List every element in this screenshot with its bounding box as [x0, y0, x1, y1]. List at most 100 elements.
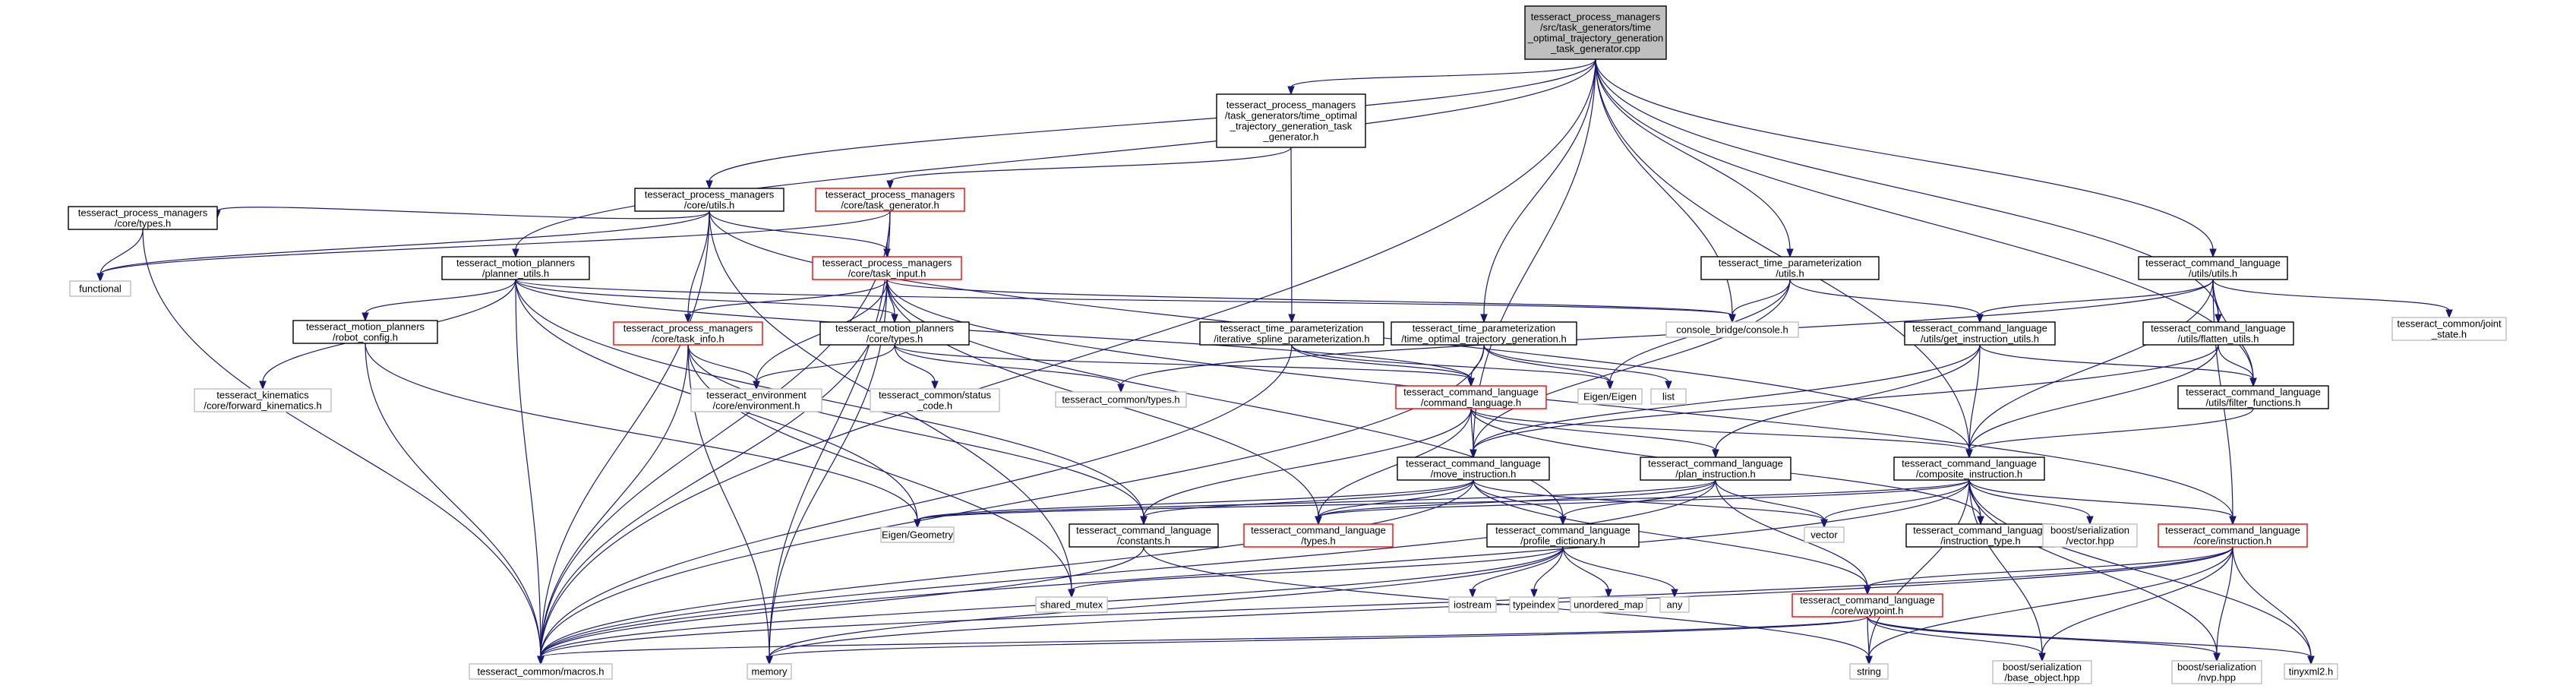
node-tp_isp[interactable]: tesseract_time_parameterization/iterativ… — [1199, 321, 1384, 346]
edge-pm_task_info-to-cl_constants — [687, 344, 1144, 518]
node-box — [1509, 596, 1559, 613]
node-cl_get_instruction_utils[interactable]: tesseract_command_language/utils/get_ins… — [1904, 321, 2056, 346]
arrowhead-cl_plan_instruction-to-cl_profile_dictionary — [1559, 516, 1567, 526]
node-root[interactable]: tesseract_process_managers/src/task_gene… — [1524, 5, 1667, 60]
edge-tp_utils-to-console_bridge — [1732, 279, 1791, 316]
node-box — [1804, 526, 1845, 543]
arrowhead-tp_topt-to-cl_command_language — [1467, 378, 1475, 387]
node-label-line: /utils/utils.h — [2189, 268, 2237, 280]
node-mp_types[interactable]: tesseract_motion_planners/core/types.h — [819, 321, 970, 346]
node-box — [469, 663, 613, 680]
edge-cl_move_instruction-to-common_macros — [540, 479, 1474, 658]
node-label-line: /vector.hpp — [2066, 535, 2114, 547]
arrowhead-cl_waypoint-to-string — [1865, 656, 1873, 665]
node-tinyxml2[interactable]: tinyxml2.h — [2284, 663, 2338, 680]
node-boost_vector[interactable]: boost/serialization/vector.hpp — [2042, 523, 2138, 548]
node-label-line: /core/waypoint.h — [1832, 605, 1904, 617]
node-box — [1397, 456, 1550, 481]
node-typeindex[interactable]: typeindex — [1509, 596, 1559, 613]
node-cl_utils[interactable]: tesseract_command_language/utils/utils.h — [2138, 256, 2288, 280]
node-boost_nvp[interactable]: boost/serialization/nvp.hpp — [2171, 660, 2262, 684]
node-console_bridge[interactable]: console_bridge/console.h — [1665, 321, 1799, 338]
node-pm_taskgen[interactable]: tesseract_process_managers/core/task_gen… — [815, 188, 965, 212]
node-functional[interactable]: functional — [69, 280, 131, 297]
node-pm_types[interactable]: tesseract_process_managers/core/types.h — [68, 206, 218, 230]
node-label-line: /utils/get_instruction_utils.h — [1921, 333, 2039, 345]
node-box — [1055, 391, 1187, 408]
node-pm_task_input[interactable]: tesseract_process_managers/core/task_inp… — [812, 256, 962, 280]
node-memory[interactable]: memory — [747, 663, 792, 680]
node-status_code[interactable]: tesseract_common/status_code.h — [870, 388, 1000, 412]
node-shared_mutex[interactable]: shared_mutex — [1035, 596, 1108, 613]
node-eigen_geometry[interactable]: Eigen/Geometry — [880, 526, 955, 543]
node-box — [1216, 93, 1366, 148]
edge-root-to-cl_utils — [1595, 58, 2214, 251]
node-mp_robot_config[interactable]: tesseract_motion_planners/robot_config.h — [292, 320, 438, 344]
node-label-line: /nvp.hpp — [2198, 672, 2236, 684]
node-common_joint_state[interactable]: tesseract_common/joint_state.h — [2391, 317, 2507, 341]
arrowhead-cl_waypoint-to-boost_nvp — [2213, 652, 2221, 662]
node-label-line: tesseract_time_parameterization — [1719, 257, 1862, 269]
node-cl_instruction[interactable]: tesseract_command_language/core/instruct… — [2158, 523, 2308, 548]
arrowhead-cl_waypoint-to-boost_base_object — [2038, 652, 2046, 662]
node-label-line: /instruction_type.h — [1940, 535, 2021, 547]
node-cl_composite_instruction[interactable]: tesseract_command_language/composite_ins… — [1893, 456, 2045, 481]
node-label-line: /core/types.h — [867, 333, 923, 345]
node-cl_profile_dictionary[interactable]: tesseract_command_language/profile_dicti… — [1486, 523, 1640, 548]
node-cl_plan_instruction[interactable]: tesseract_command_language/plan_instruct… — [1640, 456, 1792, 481]
edge-pm_utils-to-functional — [99, 210, 710, 275]
node-eigen[interactable]: Eigen/Eigen — [1577, 388, 1643, 405]
node-label-line: _state.h — [2431, 329, 2467, 340]
node-list[interactable]: list — [1650, 388, 1687, 405]
node-kinematics_fk[interactable]: tesseract_kinematics/core/forward_kinema… — [194, 388, 332, 412]
node-label-line: /command_language.h — [1421, 397, 1521, 409]
node-vector[interactable]: vector — [1804, 526, 1845, 543]
node-label-line: /robot_config.h — [333, 332, 398, 343]
node-cl_waypoint[interactable]: tesseract_command_language/core/waypoint… — [1792, 593, 1943, 618]
edge-pm_types-to-functional — [99, 229, 144, 275]
node-any[interactable]: any — [1659, 596, 1690, 613]
node-boost_base_object[interactable]: boost/serialization/base_object.hpp — [1992, 660, 2092, 684]
node-label-line: tesseract_motion_planners — [456, 257, 576, 269]
node-label-line: boost/serialization — [2177, 662, 2256, 673]
node-label-line: /utils.h — [1776, 268, 1804, 280]
node-unordered_map[interactable]: unordered_map — [1570, 596, 1647, 613]
node-label-line: tinyxml2.h — [2289, 666, 2334, 678]
node-common_macros[interactable]: tesseract_common/macros.h — [469, 663, 613, 680]
node-label-line: tesseract_common/macros.h — [478, 666, 605, 678]
edge-cl_command_language-to-cl_plan_instruction — [1470, 408, 1716, 451]
edge-pm_task_input-to-console_bridge — [886, 279, 1733, 316]
node-label-line: /core/task_info.h — [652, 333, 724, 345]
edge-cl_command_language-to-cl_constants — [1143, 408, 1472, 518]
node-tp_utils[interactable]: tesseract_time_parameterization/utils.h — [1700, 256, 1880, 280]
node-cl_flatten_utils[interactable]: tesseract_command_language/utils/flatten… — [2142, 321, 2294, 346]
node-topt_tg[interactable]: tesseract_process_managers/task_generato… — [1216, 93, 1366, 148]
node-cl_types[interactable]: tesseract_command_language/types.h — [1243, 523, 1394, 548]
node-cl_command_language[interactable]: tesseract_command_language/command_langu… — [1395, 385, 1547, 409]
node-pm_task_info[interactable]: tesseract_process_managers/core/task_inf… — [613, 321, 763, 346]
node-string[interactable]: string — [1849, 663, 1889, 680]
node-box — [2391, 317, 2507, 341]
node-pm_utils[interactable]: tesseract_process_managers/core/utils.h — [634, 188, 784, 212]
node-label-line: /utils/flatten_utils.h — [2178, 333, 2259, 345]
node-cl_constants[interactable]: tesseract_command_language/constants.h — [1069, 523, 1219, 548]
edge-cl_plan_instruction-to-cl_waypoint — [1715, 479, 1868, 588]
node-mp_planner_utils[interactable]: tesseract_motion_planners/planner_utils.… — [441, 256, 590, 280]
node-box — [1395, 385, 1547, 409]
edge-tp_isp-to-cl_command_language — [1291, 344, 1472, 380]
node-cl_filter_functions[interactable]: tesseract_command_language/utils/filter_… — [2177, 385, 2329, 409]
arrowhead-cl_command_language-to-cl_move_instruction — [1470, 449, 1477, 459]
node-env_environment[interactable]: tesseract_environment/core/environment.h — [690, 388, 822, 412]
node-label-line: tesseract_command_language — [1251, 525, 1386, 536]
node-label-line: tesseract_process_managers — [822, 257, 952, 269]
edge-cl_waypoint-to-boost_base_object — [1867, 616, 2043, 655]
node-cl_instruction_type[interactable]: tesseract_command_language/instruction_t… — [1905, 523, 2056, 548]
node-cl_move_instruction[interactable]: tesseract_command_language/move_instruct… — [1397, 456, 1550, 481]
node-iostream[interactable]: iostream — [1448, 596, 1497, 613]
arrowhead-cl_utils-to-common_joint_state — [2445, 309, 2453, 319]
node-tp_topt[interactable]: tesseract_time_parameterization/time_opt… — [1391, 321, 1577, 346]
arrowhead-mp_types-to-env_environment — [753, 381, 760, 390]
arrowhead-pm_task_input-to-pm_task_info — [684, 314, 692, 324]
node-label-line: Eigen/Geometry — [882, 529, 953, 541]
node-common_types[interactable]: tesseract_common/types.h — [1055, 391, 1187, 408]
